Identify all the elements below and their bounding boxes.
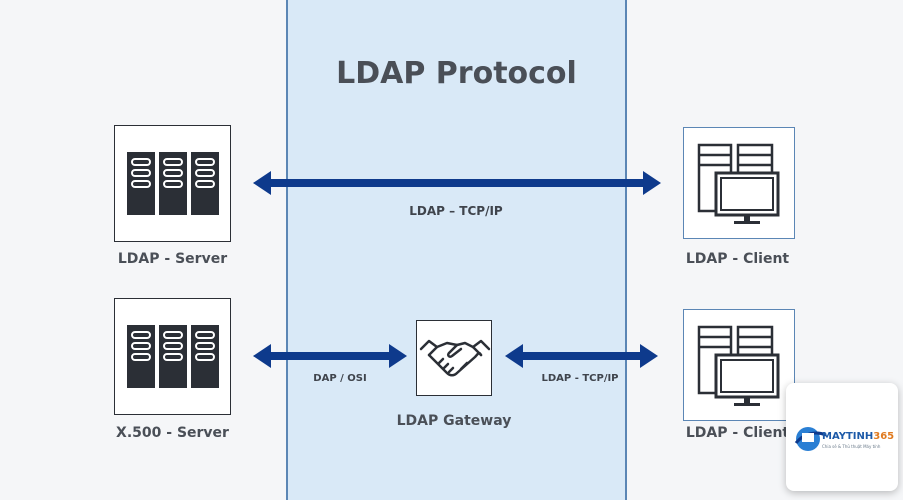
dap-link-label: DAP / OSI xyxy=(313,373,367,384)
server-rack-icon xyxy=(127,152,219,215)
server-rack-icon xyxy=(127,325,219,388)
dap-double-arrow xyxy=(253,344,407,368)
gateway-client-double-arrow xyxy=(505,344,658,368)
x500-server-box xyxy=(114,298,231,415)
diagram-title: LDAP Protocol xyxy=(336,56,577,91)
client-workstation-icon xyxy=(697,325,780,406)
handshake-icon xyxy=(419,339,491,377)
x500-server-label: X.500 - Server xyxy=(116,425,229,441)
gateway-client-link-label: LDAP - TCP/IP xyxy=(541,373,619,384)
ldap-gateway-label: LDAP Gateway xyxy=(396,413,512,429)
protocol-band xyxy=(286,0,627,500)
ldap-server-label: LDAP - Server xyxy=(117,251,228,267)
logo-tagline: Chia sẻ & Thủ thuật Máy tính xyxy=(822,444,881,449)
ldap-client-top-label: LDAP - Client xyxy=(685,251,790,267)
ldap-gateway-box xyxy=(416,320,492,396)
ldap-client-bottom-label: LDAP - Client xyxy=(685,425,790,441)
ldap-server-box xyxy=(114,125,231,242)
ldap-client-bottom-box xyxy=(683,309,795,421)
top-double-arrow xyxy=(253,171,661,195)
watermark-logo: MAYTINH365 Chia sẻ & Thủ thuật Máy tính xyxy=(786,383,898,491)
logo-name: MAYTINH365 xyxy=(822,431,895,442)
top-link-label: LDAP – TCP/IP xyxy=(409,204,503,218)
ldap-client-top-box xyxy=(683,127,795,239)
logo-globe-icon xyxy=(794,427,827,451)
client-workstation-icon xyxy=(697,143,780,224)
